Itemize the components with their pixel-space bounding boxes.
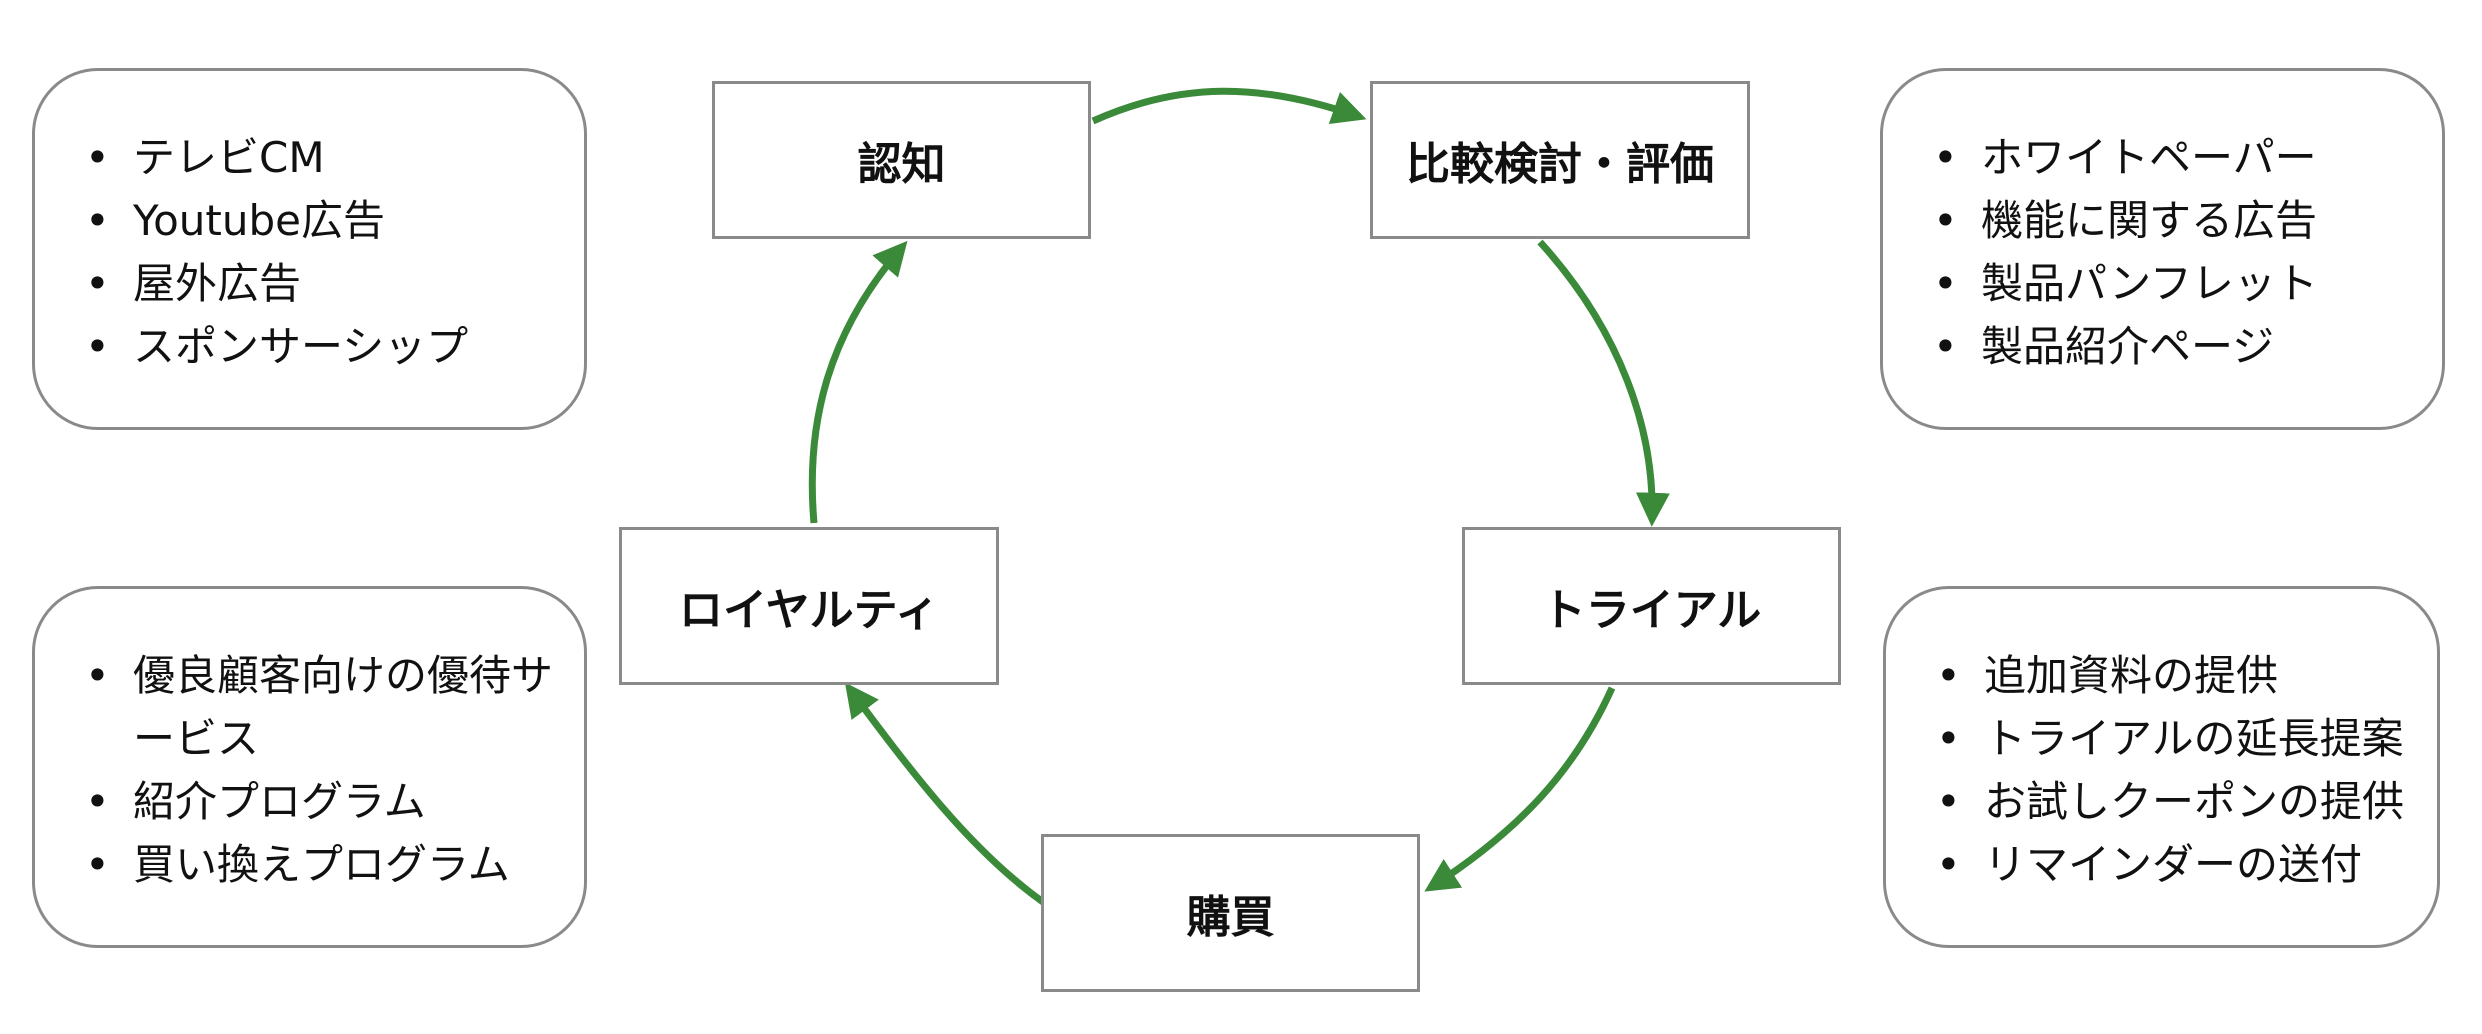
arrow-purchase-to-loyalty (844, 682, 1046, 905)
note-item-text: 買い換えプログラム (133, 840, 510, 889)
bullet-icon: • (1936, 714, 1961, 763)
note-item-text: 機能に関する広告 (1981, 196, 2318, 245)
note-item: • 屋外広告 (35, 252, 584, 315)
arrow-loyalty-to-awareness (808, 240, 908, 524)
note-item: • 紹介プログラム (35, 770, 584, 833)
bullet-icon: • (1933, 259, 1958, 308)
note-item-text: Youtube広告 (133, 196, 385, 245)
bullet-icon: • (85, 651, 110, 700)
bullet-icon: • (85, 777, 110, 826)
note-comparison: • ホワイトペーパー • 機能に関する広告 • 製品パンフレット • 製品紹介ページ (1880, 68, 2445, 430)
note-item: • テレビCM (35, 126, 584, 189)
bullet-icon: • (1936, 651, 1961, 700)
note-item-text: 製品紹介ページ (1981, 322, 2275, 371)
arrow-trial-to-purchase (1424, 686, 1616, 892)
bullet-icon: • (85, 322, 110, 371)
arrow-comparison-to-trial (1537, 239, 1670, 527)
note-item: • 追加資料の提供 (1886, 644, 2437, 707)
note-item-text: お試しクーポンの提供 (1984, 777, 2405, 826)
bullet-icon: • (85, 196, 110, 245)
note-item: • トライアルの延長提案 (1886, 707, 2437, 770)
note-item: • Youtube広告 (35, 189, 584, 252)
bullet-icon: • (1936, 840, 1961, 889)
note-loyalty: • 優良顧客向けの優待サービス • 紹介プログラム • 買い換えプログラム (32, 586, 587, 948)
note-item: • 製品紹介ページ (1883, 315, 2442, 378)
note-item-text: 屋外広告 (133, 259, 302, 308)
bullet-icon: • (1933, 196, 1958, 245)
stage-awareness: 認知 (712, 81, 1091, 239)
bullet-icon: • (1933, 322, 1958, 371)
note-item-text: 優良顧客向けの優待サービス (133, 651, 554, 763)
note-item: • 製品パンフレット (1883, 252, 2442, 315)
note-item-text: スポンサーシップ (133, 322, 469, 371)
bullet-icon: • (85, 259, 110, 308)
stage-loyalty-label: ロイヤルティ (678, 585, 940, 636)
note-item-text: 追加資料の提供 (1984, 651, 2279, 700)
note-item: • リマインダーの送付 (1886, 833, 2437, 896)
note-item: • ホワイトペーパー (1883, 126, 2442, 189)
note-item: • スポンサーシップ (35, 315, 584, 378)
stage-comparison: 比較検討・評価 (1370, 81, 1750, 239)
bullet-icon: • (85, 133, 110, 182)
stage-trial-label: トライアル (1541, 585, 1762, 636)
stage-awareness-label: 認知 (857, 139, 946, 190)
note-item: • 機能に関する広告 (1883, 189, 2442, 252)
note-item-text: 紹介プログラム (133, 777, 426, 826)
bullet-icon: • (85, 840, 110, 889)
note-item-text: トライアルの延長提案 (1984, 714, 2404, 763)
bullet-icon: • (1933, 133, 1958, 182)
bullet-icon: • (1936, 777, 1961, 826)
note-item-text: 製品パンフレット (1981, 259, 2318, 308)
stage-trial: トライアル (1462, 527, 1841, 685)
note-awareness: • テレビCM • Youtube広告 • 屋外広告 • スポンサーシップ (32, 68, 587, 430)
arrow-awareness-to-comparison (1091, 87, 1367, 125)
stage-loyalty: ロイヤルティ (619, 527, 999, 685)
note-trial: • 追加資料の提供 • トライアルの延長提案 • お試しクーポンの提供 • リマインダー… (1883, 586, 2440, 948)
note-item: • 買い換えプログラム (35, 833, 584, 896)
note-item: • お試しクーポンの提供 (1886, 770, 2437, 833)
stage-comparison-label: 比較検討・評価 (1406, 139, 1714, 190)
note-item-text: ホワイトペーパー (1981, 133, 2317, 182)
note-item: • 優良顧客向けの優待サービス (35, 644, 553, 770)
note-item-text: リマインダーの送付 (1984, 840, 2363, 889)
stage-purchase: 購買 (1041, 834, 1420, 992)
note-item-text: テレビCM (133, 133, 325, 182)
stage-purchase-label: 購買 (1186, 892, 1275, 943)
